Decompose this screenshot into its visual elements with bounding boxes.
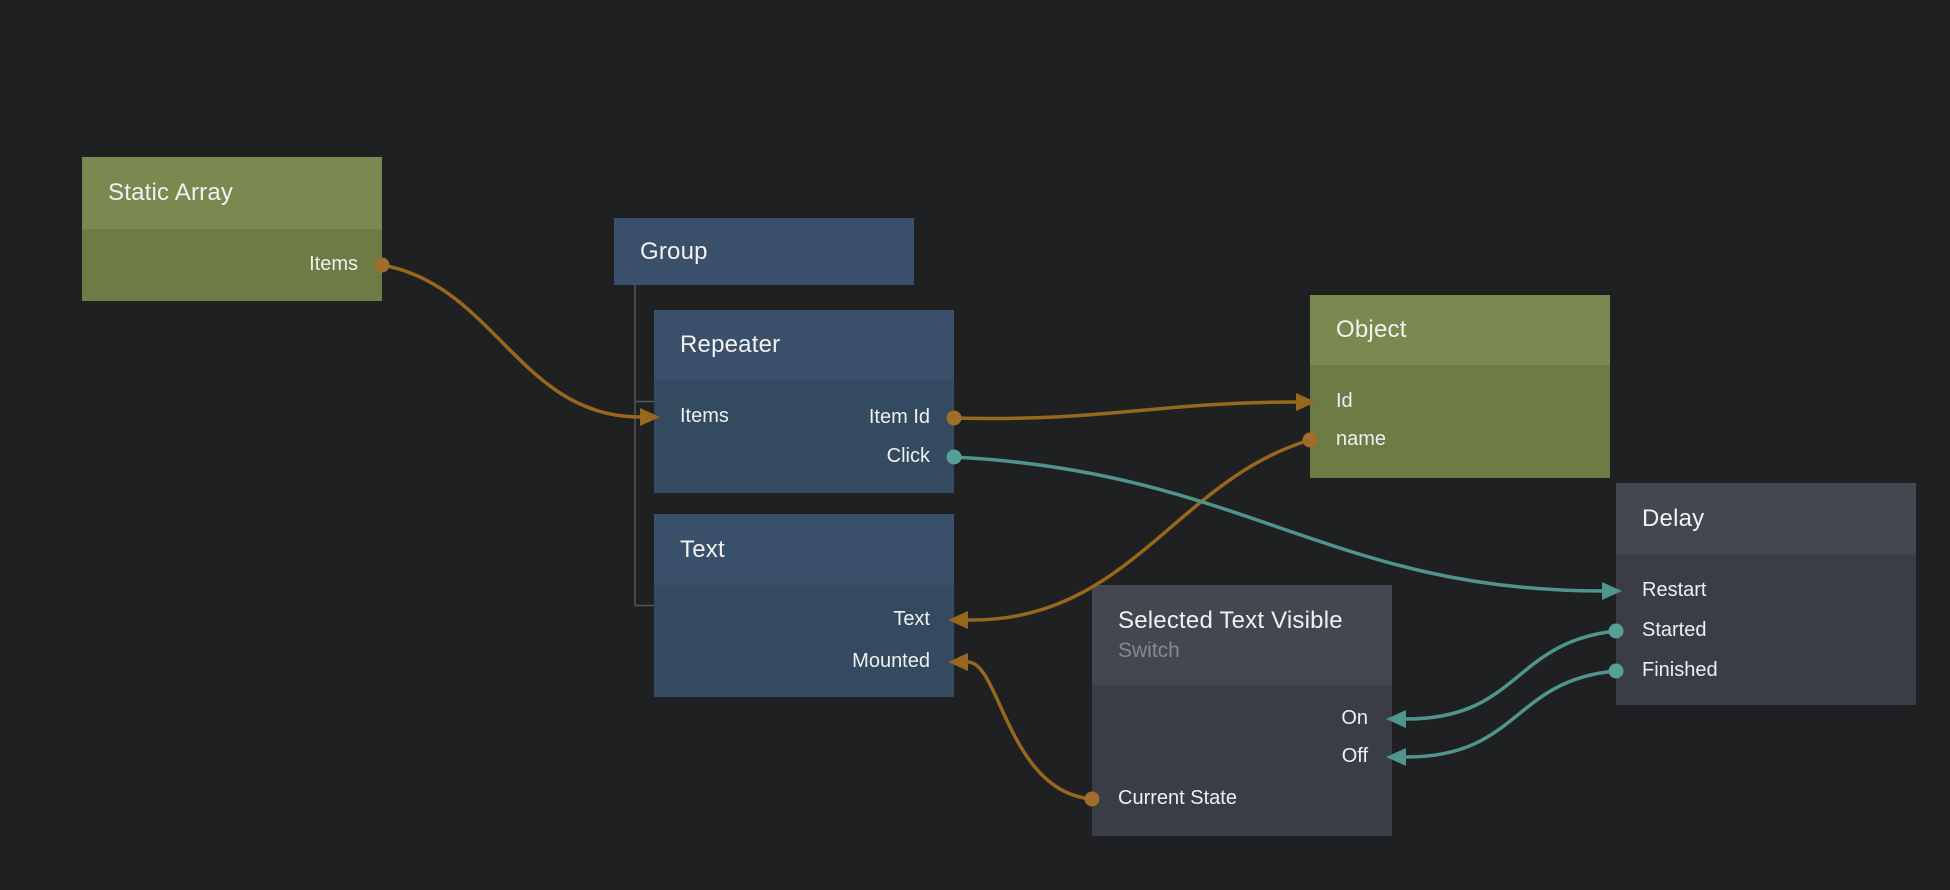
port-arrow-repeater-items[interactable] xyxy=(640,408,660,426)
port-label-name[interactable]: name xyxy=(1336,428,1387,451)
node-title: Delay xyxy=(1642,505,1705,532)
port-arrow-selected-text-visible-on[interactable] xyxy=(1386,710,1406,728)
port-label-items[interactable]: Items xyxy=(309,253,358,276)
node-body xyxy=(1310,365,1610,478)
node-title: Repeater xyxy=(680,331,781,358)
node-title: Group xyxy=(640,237,708,265)
group-child-link xyxy=(634,285,654,607)
wire-selected-text-visible-current-state-to-text-mounted[interactable] xyxy=(967,660,1093,801)
node-subtitle: Switch xyxy=(1118,639,1180,662)
port-label-on[interactable]: On xyxy=(1341,707,1368,730)
wire-delay-started-to-selected-text-visible-on[interactable] xyxy=(1405,629,1617,721)
port-dot-repeater-click[interactable] xyxy=(946,449,962,465)
node-header[interactable]: Delay xyxy=(1616,483,1916,555)
node-body xyxy=(654,380,954,493)
node-title: Selected Text Visible xyxy=(1118,607,1343,634)
port-label-id[interactable]: Id xyxy=(1336,390,1353,413)
node-header[interactable]: Repeater xyxy=(654,310,954,380)
node-title: Object xyxy=(1336,316,1407,343)
node-group[interactable]: Group xyxy=(614,218,914,285)
port-label-click[interactable]: Click xyxy=(886,445,930,468)
node-header[interactable]: Object xyxy=(1310,295,1610,365)
wire-static-array-items-to-repeater-items[interactable] xyxy=(381,263,641,419)
port-dot-static-array-items[interactable] xyxy=(374,257,390,273)
port-arrow-selected-text-visible-off[interactable] xyxy=(1386,748,1406,766)
node-body xyxy=(82,229,382,301)
port-dot-repeater-item-id[interactable] xyxy=(946,410,962,426)
port-arrow-object-id[interactable] xyxy=(1296,393,1316,411)
port-label-items[interactable]: Items xyxy=(680,405,729,428)
node-header[interactable]: Text xyxy=(654,514,954,585)
node-header[interactable]: Group xyxy=(614,218,914,285)
port-arrow-text-text[interactable] xyxy=(948,611,968,629)
port-label-finished[interactable]: Finished xyxy=(1642,659,1718,682)
node-body xyxy=(654,585,954,697)
port-dot-object-name[interactable] xyxy=(1302,432,1318,448)
node-header[interactable]: Static Array xyxy=(82,157,382,229)
node-title: Text xyxy=(680,535,725,563)
port-label-started[interactable]: Started xyxy=(1642,619,1707,642)
port-dot-delay-finished[interactable] xyxy=(1608,663,1624,679)
port-arrow-delay-restart[interactable] xyxy=(1602,582,1622,600)
port-label-current-state[interactable]: Current State xyxy=(1118,787,1237,810)
port-label-text[interactable]: Text xyxy=(893,608,930,631)
port-label-item-id[interactable]: Item Id xyxy=(868,406,930,429)
port-dot-selected-text-visible-current-state[interactable] xyxy=(1084,791,1100,807)
node-title: Static Array xyxy=(108,179,234,206)
wire-repeater-item-id-to-object-id[interactable] xyxy=(953,400,1297,421)
port-label-mounted[interactable]: Mounted xyxy=(852,650,930,673)
wire-delay-finished-to-selected-text-visible-off[interactable] xyxy=(1405,669,1617,759)
port-dot-delay-started[interactable] xyxy=(1608,623,1624,639)
port-label-off[interactable]: Off xyxy=(1341,745,1368,768)
port-label-restart[interactable]: Restart xyxy=(1642,579,1707,602)
node-body xyxy=(1092,685,1392,836)
port-arrow-text-mounted[interactable] xyxy=(948,653,968,671)
wire-object-name-to-text-text[interactable] xyxy=(967,438,1311,622)
node-body xyxy=(1616,555,1916,705)
wire-repeater-click-to-delay-restart[interactable] xyxy=(953,455,1603,593)
